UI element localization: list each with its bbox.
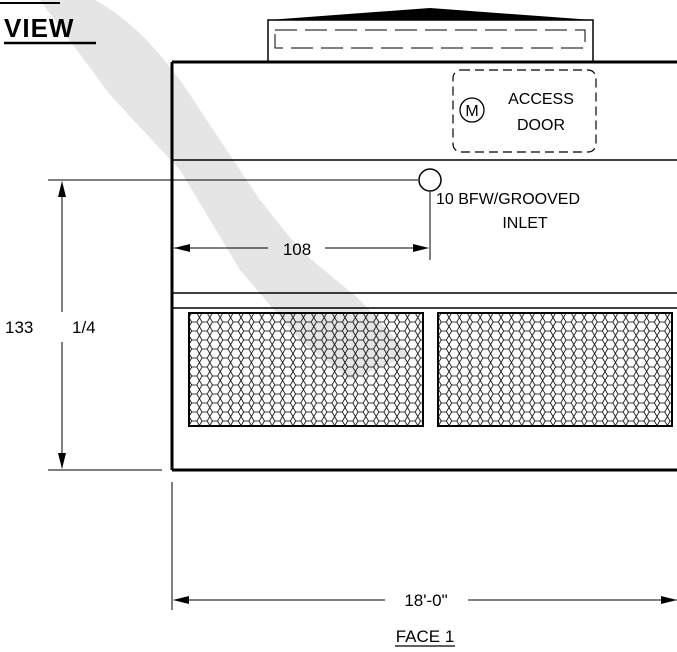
height-fraction: 1/4 — [72, 318, 96, 337]
width-value: 18'-0" — [404, 591, 447, 610]
height-value: 133 — [5, 318, 33, 337]
motor-icon — [459, 97, 485, 123]
inlet-connection: 10 BFW/GROOVED INLET — [418, 168, 580, 232]
view-heading: VIEW — [0, 2, 96, 45]
inlet-label-line2: INLET — [502, 215, 548, 232]
access-door-label-line1: ACCESS — [508, 91, 574, 108]
watermark-band — [40, 0, 410, 380]
inlet-label-line1: 10 BFW/GROOVED — [436, 191, 580, 208]
fan-cowl — [267, 8, 594, 63]
face-label: FACE 1 — [396, 627, 455, 646]
louver-panel-right — [437, 312, 673, 427]
inlet-offset-dimension: 108 — [174, 192, 431, 260]
height-dimension: 133 1/4 — [5, 179, 418, 471]
face-label-group: FACE 1 — [395, 627, 455, 647]
width-dimension: 18'-0" — [171, 482, 677, 610]
louver-panels — [188, 312, 673, 427]
inlet-offset-value: 108 — [283, 240, 311, 259]
view-label: VIEW — [4, 13, 74, 43]
access-door: M ACCESS DOOR — [452, 69, 597, 153]
louver-panel-left — [188, 312, 424, 427]
access-door-label-line2: DOOR — [517, 117, 565, 134]
motor-symbol: M — [465, 103, 478, 120]
unit-housing — [170, 60, 677, 472]
